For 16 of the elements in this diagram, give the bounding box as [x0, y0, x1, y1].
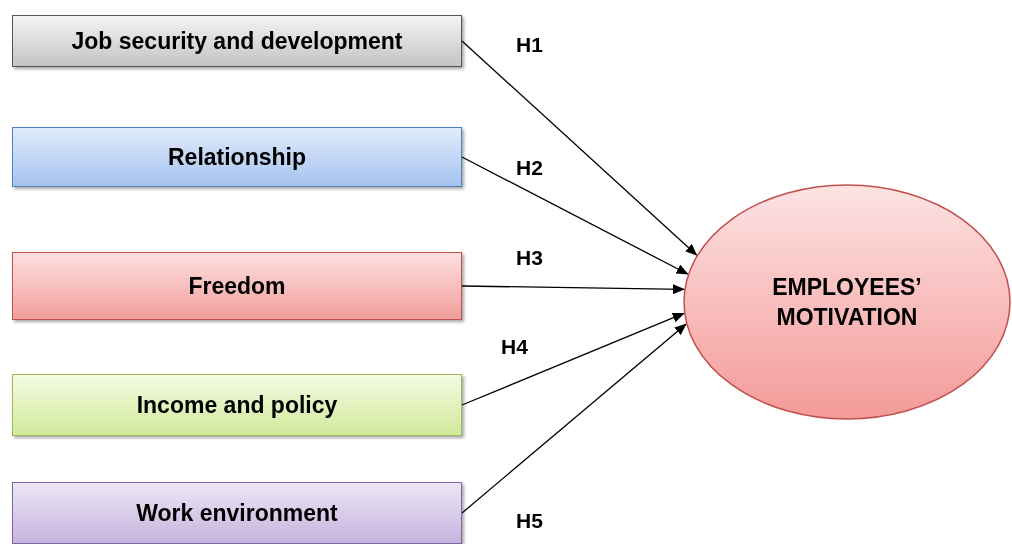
- arrow: [461, 323, 687, 514]
- node-label: Job security and development: [71, 27, 403, 56]
- node-label: Work environment: [136, 499, 338, 528]
- factor-box: [12, 127, 462, 187]
- arrow: [461, 40, 698, 256]
- node-label: EMPLOYEES’ MOTIVATION: [771, 273, 923, 332]
- arrow: [461, 312, 685, 406]
- factor-box: [12, 15, 462, 67]
- arrow: [461, 284, 685, 295]
- node-label: Freedom: [188, 272, 286, 301]
- node-label: Income and policy: [136, 391, 338, 420]
- factor-box: [12, 374, 462, 436]
- node-label: Relationship: [168, 143, 306, 172]
- factor-box: [12, 252, 462, 320]
- arrow: [461, 156, 689, 275]
- factor-box: [12, 482, 462, 544]
